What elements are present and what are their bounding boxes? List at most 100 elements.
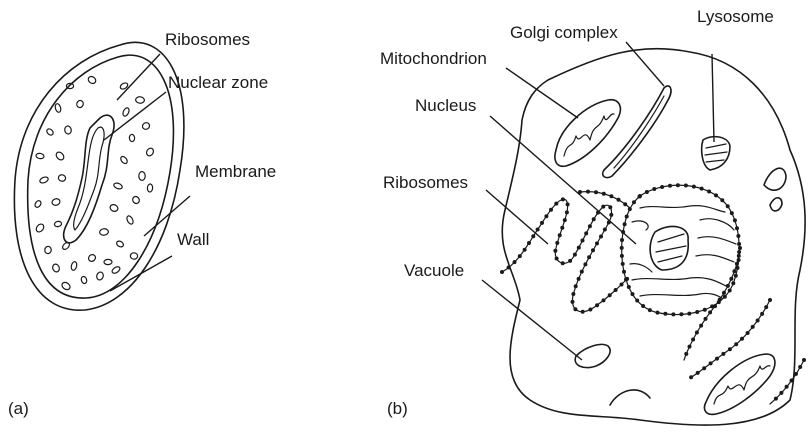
ribosome-dot (554, 202, 558, 206)
ribosome-dot (715, 357, 719, 361)
cell-wall (14, 42, 184, 310)
ribosome-dot (652, 187, 656, 191)
ribosome-dot (730, 211, 734, 215)
ribosome-dot (573, 253, 577, 257)
ribosome-dot (760, 312, 764, 316)
ribosome-dot (581, 239, 585, 243)
ribosome-dot (623, 202, 627, 206)
cell-notch (610, 390, 650, 405)
ribosome-dot (723, 295, 727, 299)
ribosome-dot (663, 312, 667, 316)
ribosome-dot (734, 342, 738, 346)
ribosome-dot (713, 304, 717, 308)
ribosome-granule (64, 125, 72, 134)
leader-ribosomes-b (486, 190, 548, 244)
ribosome-granule (54, 221, 62, 228)
ribosome-dot (740, 337, 744, 341)
ribosome-dot (568, 259, 572, 263)
label-ribosomes-a: Ribosomes (165, 30, 250, 49)
label-vacuole: Vacuole (404, 261, 464, 280)
ribosome-dot (583, 262, 587, 266)
label-mitochondrion: Mitochondrion (380, 49, 487, 68)
ribosome-granule (70, 261, 77, 271)
ribosome-dot (794, 372, 798, 376)
label-nucleus: Nucleus (415, 96, 476, 115)
nuclear-zone-inner (74, 127, 105, 230)
ribosome-dot (555, 241, 559, 245)
ribosome-granule (39, 176, 49, 184)
ribosome-granule (54, 103, 61, 113)
ribosome-granule (131, 195, 140, 205)
ribosome-dot (558, 233, 562, 237)
ribosome-dot (785, 385, 789, 389)
nucleus-pores (620, 183, 741, 316)
ribosome-granule (51, 263, 60, 273)
ribosome-dot (523, 248, 527, 252)
vesicle-1 (764, 168, 786, 190)
ribosome-dot (507, 266, 511, 270)
ribosome-dot (540, 221, 544, 225)
ribosome-granule (119, 155, 128, 165)
ribosome-dot (621, 262, 625, 266)
ribosome-dot (684, 352, 688, 356)
ribosome-dot (555, 257, 559, 261)
panel-b-label: (b) (387, 399, 408, 418)
ribosome-dot (732, 269, 736, 273)
ribosome-dot (720, 198, 724, 202)
ribosome-dot (696, 371, 700, 375)
ribosome-dot (625, 215, 629, 219)
ribosome-granule (87, 253, 97, 263)
ribosome-dot (577, 277, 581, 281)
ribosome-dot (544, 214, 548, 218)
ribosome-dot (614, 288, 618, 292)
ribosome-granule (96, 271, 105, 281)
ribosome-dot (631, 292, 635, 296)
leader-wall (110, 256, 172, 291)
mitochondrion-lower (704, 354, 774, 414)
ribosome-dot (734, 274, 738, 278)
label-lysosome: Lysosome (697, 7, 774, 26)
ribosome-dot (571, 300, 575, 304)
ribosome-granule (109, 203, 119, 212)
ribosome-dot (656, 311, 660, 315)
ribosome-granule (104, 259, 112, 264)
ribosome-dot (699, 324, 703, 328)
ribosome-dot (571, 292, 575, 296)
ribosome-dot (609, 213, 613, 217)
ribosome-dot (660, 185, 664, 189)
ribosome-dot (735, 226, 739, 230)
rough-er-right (684, 248, 740, 360)
ribosome-dot (671, 312, 675, 316)
ribosome-dot (735, 262, 739, 266)
ribosome-dot (695, 331, 699, 335)
ribosome-dot (513, 260, 517, 264)
ribosome-granule (76, 99, 85, 108)
ribosome-dot (623, 222, 627, 226)
label-nuclear-zone: Nuclear zone (168, 73, 268, 92)
ribosome-dot (617, 198, 621, 202)
ribosome-dot (620, 254, 624, 258)
ribosome-dot (608, 293, 612, 297)
label-membrane: Membrane (195, 162, 276, 181)
ribosome-dot (591, 248, 595, 252)
ribosome-dot (601, 205, 605, 209)
ribosome-granule (87, 75, 97, 85)
vacuole (575, 344, 610, 367)
nuclear-zone (64, 115, 114, 243)
ribosome-dot (608, 205, 612, 209)
ribosome-dot (704, 317, 708, 321)
ribosome-dot (536, 228, 540, 232)
ribosome-dot (802, 358, 806, 362)
ribosome-granule (116, 240, 125, 248)
leader-nuclear-zone (104, 92, 166, 140)
ribosome-granule (44, 246, 51, 254)
ribosome-dot (756, 319, 760, 323)
ribosome-dot (627, 285, 631, 289)
ribosome-granule (61, 281, 72, 291)
ribosome-dot (595, 241, 599, 245)
ribosome-dot (622, 270, 626, 274)
ribosome-dot (702, 366, 706, 370)
ribosome-dot (609, 194, 613, 198)
ribosome-dot (790, 379, 794, 383)
vesicle-2 (770, 198, 782, 211)
